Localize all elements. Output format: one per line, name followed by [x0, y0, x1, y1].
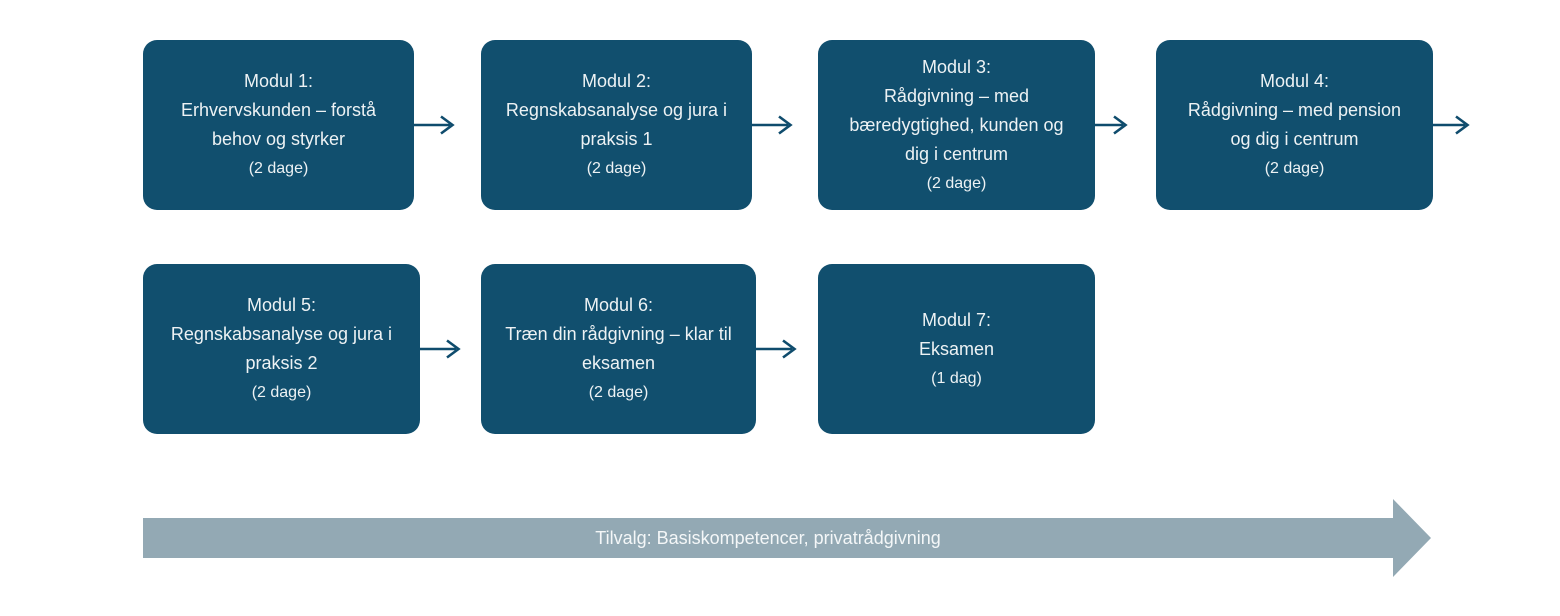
- module-body: Træn din rådgivning – klar til eksamen: [505, 324, 732, 373]
- module-body: Rådgivning – med pension og dig i centru…: [1187, 100, 1402, 149]
- flow-arrow-icon: [756, 336, 798, 362]
- module-title: Modul 2:: [581, 71, 652, 91]
- module-duration: (2 dage): [248, 160, 309, 177]
- module-box-6: Modul 6: Træn din rådgivning – klar til …: [481, 264, 756, 434]
- module-duration: (2 dage): [588, 384, 649, 401]
- module-body: Erhvervskunden – forstå behov og styrker: [180, 100, 377, 149]
- module-box-5: Modul 5: Regnskabsanalyse og jura i prak…: [143, 264, 420, 434]
- module-duration: (2 dage): [1264, 160, 1325, 177]
- module-body: Eksamen: [918, 338, 995, 359]
- flow-arrow-icon: [1095, 112, 1137, 138]
- flow-arrow-icon: [1433, 112, 1475, 138]
- module-title: Modul 4:: [1259, 71, 1330, 91]
- module-duration: (2 dage): [926, 174, 987, 192]
- module-duration: (2 dage): [586, 160, 647, 177]
- module-title: Modul 3:: [921, 56, 992, 77]
- timeline-arrowhead-icon: [1393, 499, 1431, 577]
- flow-arrow-icon: [420, 336, 462, 362]
- module-title: Modul 7:: [921, 309, 992, 330]
- module-body: Regnskabsanalyse og jura i praksis 2: [170, 324, 393, 373]
- module-body: Rådgivning – med bæredygtighed, kunden o…: [849, 85, 1064, 164]
- module-box-3: Modul 3: Rådgivning – med bæredygtighed,…: [818, 40, 1095, 210]
- module-duration: (2 dage): [251, 384, 312, 401]
- module-box-1: Modul 1: Erhvervskunden – forstå behov o…: [143, 40, 414, 210]
- flow-arrow-icon: [414, 112, 456, 138]
- module-duration: (1 dag): [931, 369, 982, 387]
- module-box-2: Modul 2: Regnskabsanalyse og jura i prak…: [481, 40, 752, 210]
- module-title: Modul 5:: [246, 295, 317, 315]
- module-box-4: Modul 4: Rådgivning – med pension og dig…: [1156, 40, 1433, 210]
- module-body: Regnskabsanalyse og jura i praksis 1: [505, 100, 728, 149]
- timeline-bar: Tilvalg: Basiskompetencer, privatrådgivn…: [143, 518, 1393, 558]
- flow-arrow-icon: [752, 112, 794, 138]
- module-title: Modul 6:: [583, 295, 654, 315]
- timeline-label: Tilvalg: Basiskompetencer, privatrådgivn…: [595, 527, 941, 548]
- module-title: Modul 1:: [243, 71, 314, 91]
- module-box-7: Modul 7: Eksamen (1 dag): [818, 264, 1095, 434]
